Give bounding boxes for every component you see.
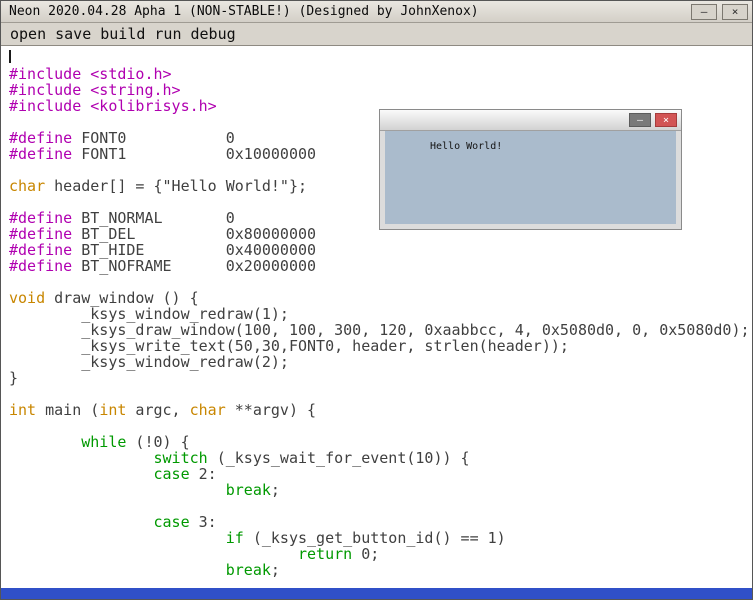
code-line	[9, 418, 752, 434]
menu-item-debug[interactable]: debug	[191, 25, 236, 43]
code-line: while (!0) {	[9, 434, 752, 450]
menu-item-save[interactable]: save	[55, 25, 91, 43]
code-line: _ksys_write_text(50,30,FONT0, header, st…	[9, 338, 752, 354]
code-line	[9, 50, 752, 66]
code-line: #define BT_NOFRAME 0x20000000	[9, 258, 752, 274]
code-line: _ksys_draw_window(100, 100, 300, 120, 0x…	[9, 322, 752, 338]
code-line: case 3:	[9, 514, 752, 530]
menu-item-run[interactable]: run	[154, 25, 181, 43]
code-line	[9, 386, 752, 402]
code-line: break;	[9, 562, 752, 578]
minimize-icon: —	[701, 5, 708, 18]
menubar: open save build run debug	[1, 23, 752, 46]
close-icon: ×	[663, 115, 669, 126]
code-line: #include <string.h>	[9, 82, 752, 98]
hello-window-body: Hello World!	[385, 131, 676, 224]
code-line: case 2:	[9, 466, 752, 482]
code-line: int main (int argc, char **argv) {	[9, 402, 752, 418]
code-line: #include <stdio.h>	[9, 66, 752, 82]
window-title: Neon 2020.04.28 Apha 1 (NON-STABLE!) (De…	[9, 4, 479, 19]
code-line: void draw_window () {	[9, 290, 752, 306]
text-cursor	[9, 50, 11, 63]
hello-window-titlebar[interactable]: – ×	[380, 110, 681, 131]
bottom-bar	[1, 588, 752, 599]
hello-world-text: Hello World!	[430, 141, 502, 152]
code-line: break;	[9, 482, 752, 498]
hello-close-button[interactable]: ×	[655, 113, 677, 127]
code-line: _ksys_window_redraw(1);	[9, 306, 752, 322]
menu-item-build[interactable]: build	[100, 25, 145, 43]
titlebar[interactable]: Neon 2020.04.28 Apha 1 (NON-STABLE!) (De…	[1, 1, 752, 23]
code-line: _ksys_window_redraw(2);	[9, 354, 752, 370]
menu-item-open[interactable]: open	[10, 25, 46, 43]
code-line: switch (_ksys_wait_for_event(10)) {	[9, 450, 752, 466]
code-line: if (_ksys_get_button_id() == 1)	[9, 530, 752, 546]
minimize-button[interactable]: —	[691, 4, 717, 20]
close-icon: ×	[732, 5, 739, 18]
close-button[interactable]: ×	[722, 4, 748, 20]
minimize-icon: –	[637, 115, 643, 126]
code-line: return 0;	[9, 546, 752, 562]
hello-world-window: – × Hello World!	[379, 109, 682, 230]
code-line: #define BT_HIDE 0x40000000	[9, 242, 752, 258]
code-line	[9, 274, 752, 290]
code-line: }	[9, 370, 752, 386]
titlebar-buttons: — ×	[691, 4, 748, 20]
hello-minimize-button[interactable]: –	[629, 113, 651, 127]
code-line	[9, 498, 752, 514]
